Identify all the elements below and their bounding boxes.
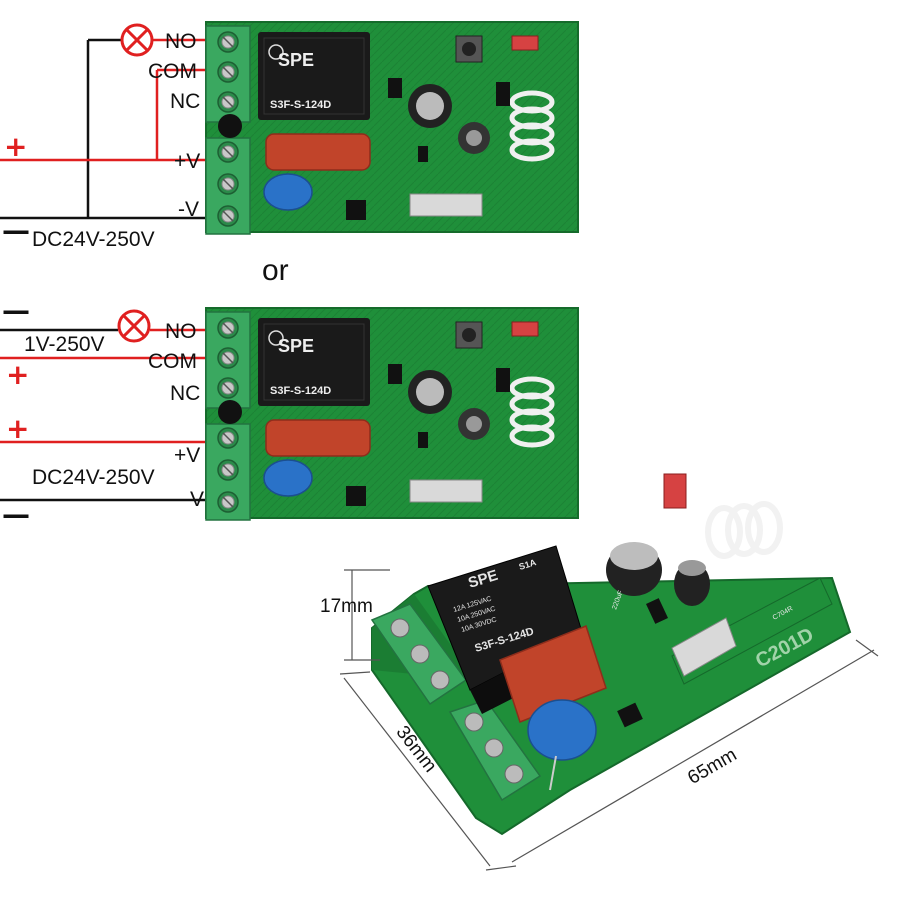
top-terminal-nc: NC [170,90,200,113]
dimension-annotations [339,569,879,871]
bottom-terminal-no: NO [165,320,197,343]
top-terminal-plus-v: +V [174,150,200,173]
top-minus-sign: — [2,214,30,247]
top-plus-sign: + [4,130,27,163]
top-relay-brand: SPE [278,50,314,70]
top-voltage-label: DC24V-250V [32,228,155,251]
bottom-relay-model: S3F-S-124D [270,385,331,397]
height-dimension-label: 17mm [320,596,373,617]
bottom-terminal-plus-v: +V [174,444,200,467]
bottom-relay-board: SPE S3F-S-124D [206,308,578,520]
bottom-load-minus-sign: — [2,294,30,327]
top-relay-board: SPE S3F-S-124D [206,22,578,234]
top-relay-model: S3F-S-124D [270,99,331,111]
top-terminal-minus-v: -V [178,198,199,221]
bottom-load-plus-sign: + [6,358,29,391]
lamp-icon [120,23,154,57]
or-separator: or [262,254,289,287]
bottom-relay-brand: SPE [278,336,314,356]
bottom-power-minus-sign: — [2,498,30,531]
top-wiring-diagram: NO COM NC +V -V + — DC24V-250V SPE S3F-S… [0,22,578,251]
bottom-terminal-nc: NC [170,382,200,405]
top-terminal-no: NO [165,30,197,53]
bottom-terminal-v: V [190,488,204,511]
bottom-power-voltage-label: DC24V-250V [32,466,155,489]
lamp-icon [117,309,151,343]
length-dimension-label: 65mm [684,744,740,789]
bottom-wiring-diagram: NO COM NC +V V — 1V-250V + + DC24V-250V … [0,294,578,531]
bottom-terminal-com: COM [148,350,197,373]
product-photo: SPE S1A 12A 125VAC 10A 250VAC 10A 30VDC … [370,473,852,836]
top-terminal-com: COM [148,60,197,83]
bottom-power-plus-sign: + [6,412,29,445]
bottom-load-voltage-label: 1V-250V [24,333,105,356]
